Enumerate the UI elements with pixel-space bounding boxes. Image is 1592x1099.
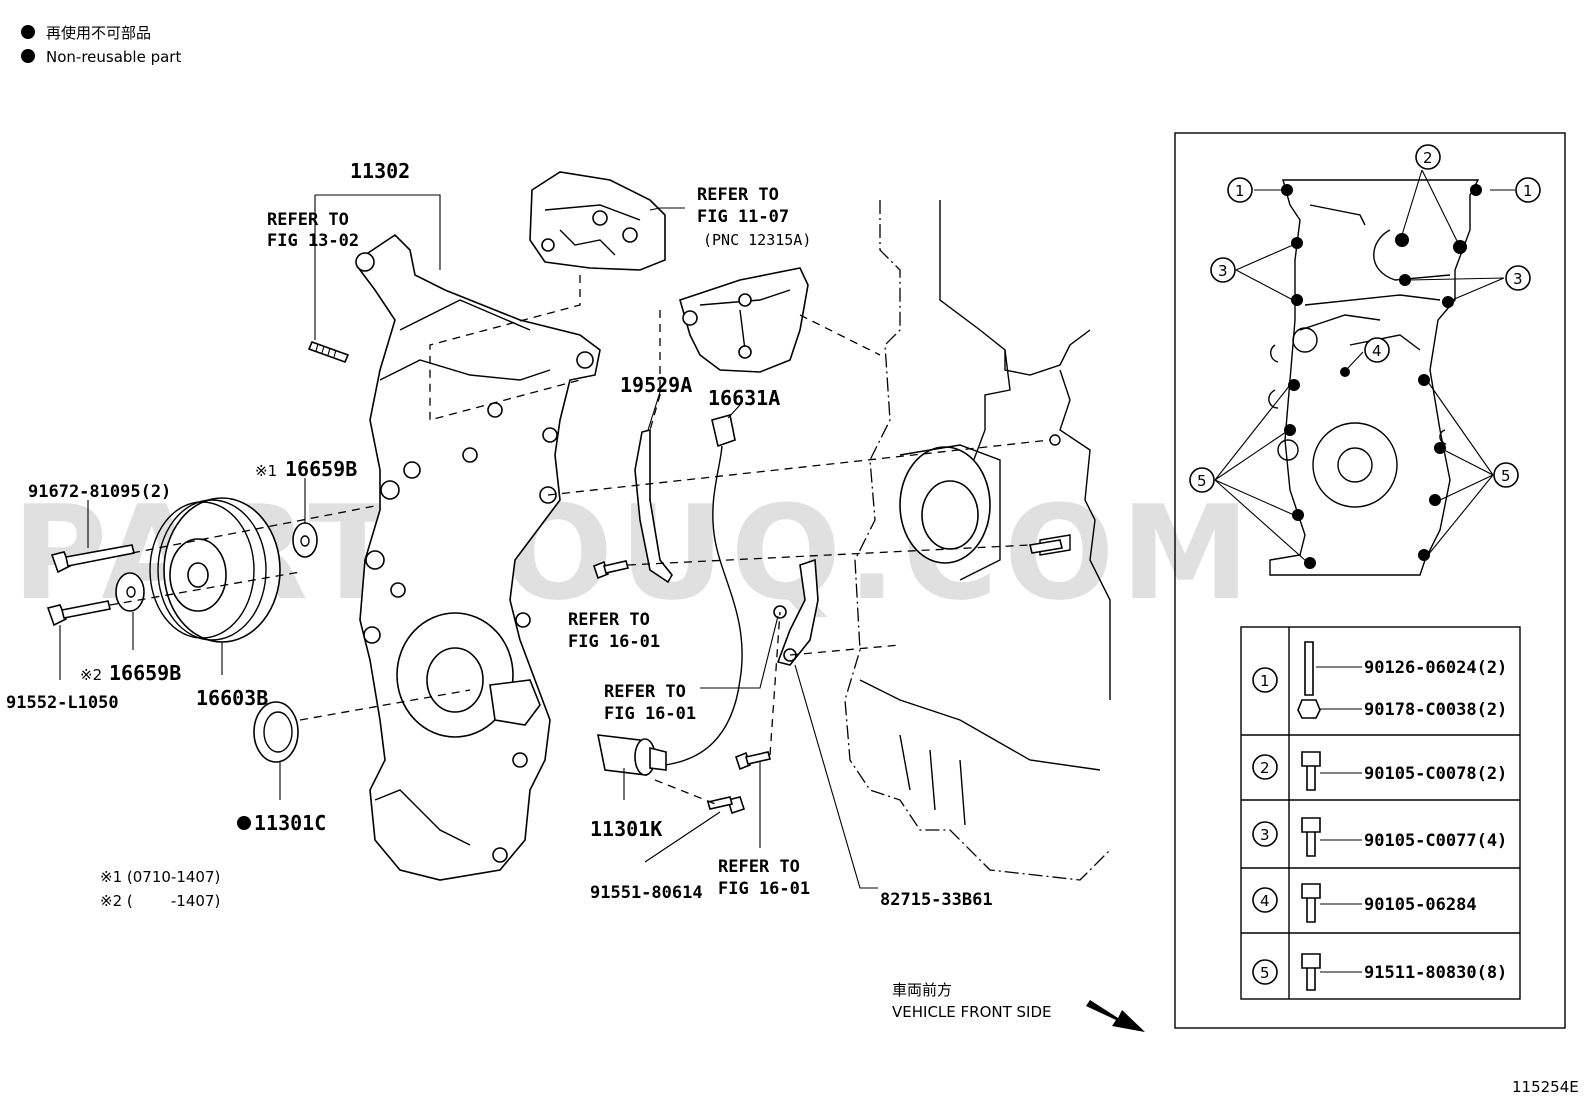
callout-5-circle — [1189, 467, 1215, 493]
bullet-icon — [21, 25, 35, 39]
front-jp: 車両前方 — [892, 981, 952, 999]
leader-lines — [59, 194, 878, 889]
label-16659b-1: 16659B — [285, 457, 357, 481]
table-part: 90126-06024(2) — [1364, 658, 1507, 678]
table-row-key: 4 — [1260, 892, 1270, 910]
table-part: 90105-06284 — [1364, 895, 1477, 915]
label-16659b-2: 16659B — [109, 661, 181, 685]
callout-1: 1 — [1235, 182, 1245, 200]
inset-frame — [1174, 132, 1566, 1029]
table-part: 90105-C0077(4) — [1364, 831, 1507, 851]
bullet-icon — [21, 49, 35, 63]
figure-id: 115254E — [1512, 1078, 1579, 1096]
callout-1-circle — [1227, 177, 1253, 203]
sensor-11301k — [596, 734, 667, 776]
legend-jp: 再使用不可部品 — [46, 24, 151, 42]
crank-pulley-16603b — [149, 497, 281, 643]
label-11301c: 11301C — [254, 811, 326, 835]
table-part: 90178-C0038(2) — [1364, 700, 1507, 720]
bolt-icon — [1301, 953, 1321, 991]
refer-pnc: (PNC 12315A) — [703, 231, 811, 249]
label-11301k: 11301K — [590, 817, 662, 841]
callout-1-circle — [1515, 177, 1541, 203]
callout-3: 3 — [1218, 262, 1228, 280]
label-91672: 91672-81095(2) — [28, 482, 171, 502]
sensor-harness — [664, 413, 819, 766]
label-91552: 91552-L1050 — [6, 693, 119, 713]
callout-3-circle — [1505, 265, 1531, 291]
refer-fig: FIG 16-01 — [568, 632, 660, 652]
engine-mount-bracket — [529, 171, 666, 271]
timing-cover — [355, 233, 601, 881]
table-part: 90105-C0078(2) — [1364, 764, 1507, 784]
bolt-icon — [1301, 751, 1321, 791]
note-mark-2: ※2 — [80, 666, 102, 684]
table-row-key: 2 — [1260, 759, 1270, 777]
bracket-16631a — [679, 267, 809, 373]
table-row-key: 3 — [1260, 826, 1270, 844]
refer-text: REFER TO — [718, 857, 800, 877]
bracket-19529a — [634, 428, 673, 584]
callout-3-circle — [1210, 257, 1236, 283]
refer-text: REFER TO — [568, 610, 650, 630]
callout-5: 5 — [1197, 472, 1207, 490]
label-11302: 11302 — [350, 159, 410, 183]
refer-fig: FIG 16-01 — [604, 704, 696, 724]
part-labels: 11302 REFER TO FIG 13-02 REFER TO FIG 11… — [6, 159, 993, 910]
inset-bolt-dots — [1281, 184, 1482, 569]
callout-3: 3 — [1513, 270, 1523, 288]
stud — [307, 340, 350, 364]
refer-text: REFER TO — [267, 210, 349, 230]
label-19529a: 19529A — [620, 373, 692, 397]
legend: 再使用不可部品 Non-reusable part — [21, 24, 181, 66]
bolt-icon — [1301, 883, 1321, 923]
vehicle-front-indicator: 車両前方 VEHICLE FRONT SIDE — [892, 981, 1145, 1032]
callout-5-circle — [1493, 462, 1519, 488]
non-reusable-bullet-icon — [237, 816, 251, 830]
callout-1: 1 — [1523, 182, 1533, 200]
legend-en: Non-reusable part — [46, 48, 181, 66]
refer-text: REFER TO — [604, 682, 686, 702]
engine-block — [844, 200, 1111, 881]
refer-fig: FIG 11-07 — [697, 207, 789, 227]
refer-fig: FIG 16-01 — [718, 879, 810, 899]
stud-icon — [1304, 641, 1314, 696]
bolts — [46, 539, 1063, 815]
bolt-icon — [1301, 817, 1321, 857]
alignment-lines — [109, 275, 1051, 806]
refer-text: REFER TO — [697, 185, 779, 205]
label-16603b: 16603B — [196, 686, 268, 710]
callout-2-circle — [1415, 144, 1441, 170]
note-2: ※2 ( -1407) — [100, 892, 220, 910]
label-91551: 91551-80614 — [590, 883, 703, 903]
table-row-key: 1 — [1260, 672, 1270, 690]
inset-panel: 1 1 2 3 3 4 5 5 1 90126-06024 — [1174, 132, 1566, 1029]
callout-2: 2 — [1423, 149, 1433, 167]
table-part: 91511-80830(8) — [1364, 963, 1507, 983]
callout-4-circle — [1364, 337, 1390, 363]
note-1: ※1 (0710-1407) — [100, 868, 220, 886]
washers-16659b — [115, 522, 318, 612]
callout-4: 4 — [1372, 342, 1382, 360]
front-en: VEHICLE FRONT SIDE — [892, 1003, 1052, 1021]
refer-fig: FIG 13-02 — [267, 231, 359, 251]
arrow-icon — [1086, 1000, 1145, 1032]
label-16631a: 16631A — [708, 386, 780, 410]
table-row-key: 5 — [1260, 964, 1270, 982]
nut-icon — [1297, 699, 1321, 719]
callout-5: 5 — [1501, 467, 1511, 485]
label-82715: 82715-33B61 — [880, 890, 993, 910]
bolt-table: 1 90126-06024(2) 90178-C0038(2) 2 90105-… — [1240, 626, 1521, 1000]
oil-seal-11301c — [253, 701, 299, 763]
note-mark-1: ※1 — [255, 462, 277, 480]
